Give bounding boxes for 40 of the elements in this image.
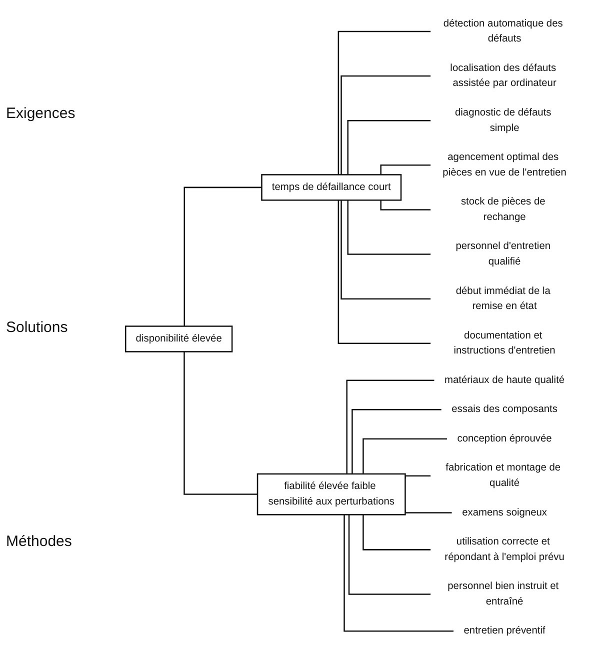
node-text: stock de pièces de rechange bbox=[460, 196, 546, 222]
node-text: personnel bien instruit et entraîné bbox=[448, 580, 559, 607]
node-text: agencement optimal des pièces en vue de l'entretien bbox=[442, 152, 566, 178]
node-box: temps de défaillance court bbox=[261, 174, 402, 201]
node-text: utilisation correcte et répondant à l'emploi prévu bbox=[444, 536, 564, 562]
node-text: examens soigneux bbox=[462, 507, 548, 518]
node-text: détection automatique des défauts bbox=[443, 18, 563, 44]
row-heading: Exigences bbox=[6, 104, 76, 122]
connector bbox=[184, 352, 258, 495]
connector bbox=[380, 164, 431, 175]
connector bbox=[340, 200, 431, 300]
connector bbox=[380, 200, 431, 210]
connector bbox=[184, 186, 262, 326]
connector bbox=[348, 514, 431, 595]
connector bbox=[404, 475, 431, 479]
node-box: fiabilité élevée faible sensibilité aux perturbations bbox=[256, 473, 406, 516]
connector bbox=[362, 514, 431, 550]
node-text: entretien préventif bbox=[464, 625, 546, 636]
connector bbox=[340, 75, 431, 175]
node-text: localisation des défauts assistée par ordinateur bbox=[450, 62, 556, 89]
node-text: essais des composants bbox=[452, 404, 558, 415]
node-text: matériaux de haute qualité bbox=[444, 374, 565, 386]
connector bbox=[347, 120, 431, 175]
node-text: personnel d'entretien qualifié bbox=[456, 240, 551, 268]
row-heading: Solutions bbox=[6, 318, 69, 336]
node-text: documentation et instructions d'entretien bbox=[454, 330, 556, 356]
connector bbox=[362, 438, 448, 474]
connector bbox=[338, 200, 431, 344]
node-box: disponibilité élevée bbox=[124, 326, 233, 352]
node-text: fabrication et montage de qualité bbox=[446, 462, 561, 489]
connector bbox=[346, 380, 434, 474]
node-text: diagnostic de défauts simple bbox=[454, 107, 552, 134]
node-text: conception éprouvée bbox=[457, 433, 552, 444]
connector bbox=[404, 510, 452, 514]
connector bbox=[352, 408, 442, 474]
node-text: début immédiat de la remise en état bbox=[456, 285, 550, 312]
connector bbox=[347, 200, 431, 255]
connector bbox=[344, 514, 454, 632]
row-heading: Méthodes bbox=[6, 533, 73, 550]
connector bbox=[338, 30, 431, 175]
